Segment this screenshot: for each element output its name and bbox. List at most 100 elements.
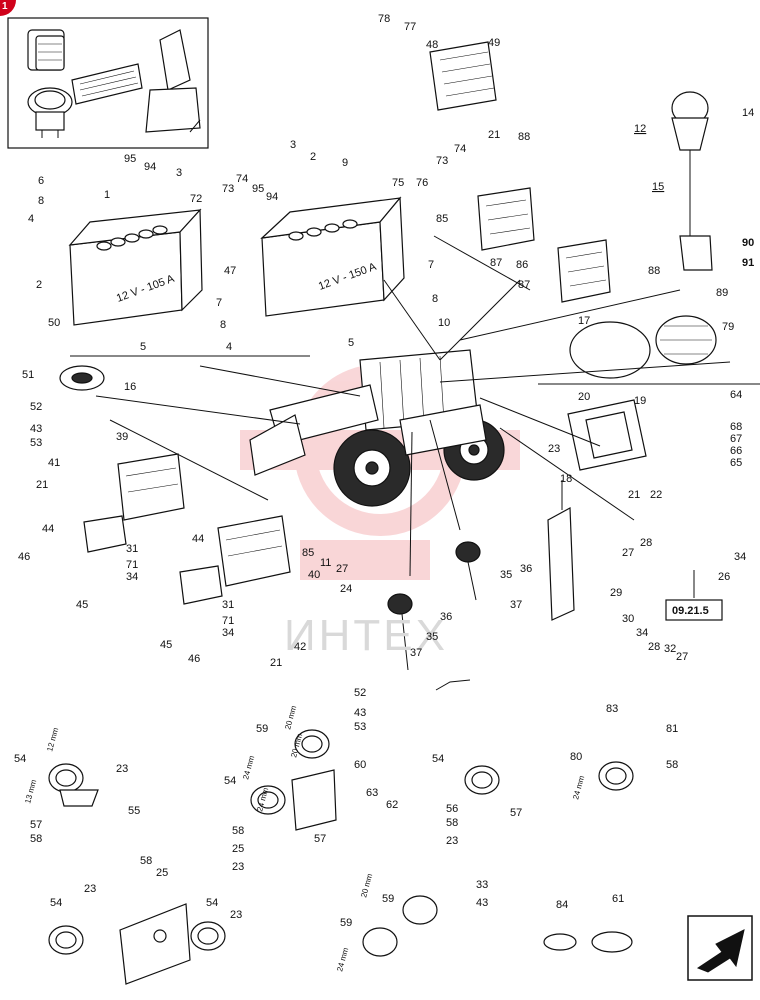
joystick-lever-icon [387,541,481,691]
callout-12: 12 [634,123,646,135]
dimension-label: 12 mm [45,726,60,752]
callout-81: 81 [666,723,678,735]
reference-box[interactable]: 09.21.5 [665,570,723,621]
callout-47: 47 [224,265,236,277]
callout-17: 17 [578,315,590,327]
callout-23: 23 [446,835,458,847]
clamp-60-icon [250,729,337,831]
next-page-arrow-icon[interactable] [687,915,753,981]
dimension-label: 24 mm [335,946,350,972]
battery-150a: 12 V - 150 A [260,196,405,317]
callout-21: 21 [270,657,282,669]
callout-68: 68 [730,421,742,433]
callout-78: 78 [378,13,390,25]
callout-35: 35 [500,569,512,581]
front-lamp-2-icon [217,515,291,587]
callout-35: 35 [426,631,438,643]
callout-58: 58 [446,817,458,829]
callout-16: 16 [124,381,136,393]
clamp-56-icon [464,765,500,795]
clamp-80-icon [598,761,634,791]
callout-32: 32 [664,643,676,655]
callout-76: 76 [416,177,428,189]
callout-42: 42 [294,641,306,653]
callout-37: 37 [410,647,422,659]
callout-3: 3 [290,139,296,151]
callout-90: 90 [742,237,754,249]
ring-clamps [48,729,634,985]
callout-58: 58 [232,825,244,837]
callout-63: 63 [366,787,378,799]
callout-7: 7 [216,297,222,309]
side-lamp-1-icon [83,515,127,553]
callout-41: 41 [48,457,60,469]
callout-77: 77 [404,21,416,33]
callout-19: 19 [634,395,646,407]
callout-44: 44 [42,523,54,535]
callout-34: 34 [222,627,234,639]
callout-58: 58 [30,833,42,845]
callout-94: 94 [144,161,156,173]
callout-88: 88 [648,265,660,277]
callout-27: 27 [336,563,348,575]
callout-1: 1 [104,189,110,201]
work-lamp-top-icon [429,41,497,111]
side-lamp-2-icon [179,565,223,605]
callout-8: 8 [432,293,438,305]
callout-87: 87 [518,279,530,291]
clamp-59-bottom-icon [362,895,438,957]
callout-73: 73 [436,155,448,167]
gear-lever-icon [547,480,575,621]
callout-46: 46 [188,653,200,665]
callout-54: 54 [14,753,26,765]
callout-3: 3 [176,167,182,179]
inset-gauge-icon [27,87,73,138]
callout-48: 48 [426,39,438,51]
callout-34: 34 [636,627,648,639]
callout-91: 91 [742,257,754,269]
callout-26: 26 [718,571,730,583]
front-wheel-icon [333,429,411,507]
callout-53: 53 [30,437,42,449]
callout-74: 74 [454,143,466,155]
callout-94: 94 [266,191,278,203]
callout-36: 36 [520,563,532,575]
callout-59: 59 [256,723,268,735]
callout-2: 2 [36,279,42,291]
callout-71: 71 [222,615,234,627]
inset-joystick-icon [145,29,201,133]
rear-lamp-icon [567,399,647,471]
callout-59: 59 [340,917,352,929]
callout-79: 79 [722,321,734,333]
callout-75: 75 [392,177,404,189]
telehandler-machine [249,349,505,507]
callout-27: 27 [622,547,634,559]
leader-lines [70,235,760,577]
callout-39: 39 [116,431,128,443]
callout-28: 28 [648,641,660,653]
callout-6: 6 [38,175,44,187]
svg-text:1: 1 [2,1,8,12]
callout-44: 44 [192,533,204,545]
callout-23: 23 [116,763,128,775]
callout-95: 95 [124,153,136,165]
dimension-label: 24 mm [241,754,256,780]
callout-21: 21 [36,479,48,491]
work-lamp-right-1-icon [477,187,535,251]
callout-34: 34 [734,551,746,563]
callout-58: 58 [666,759,678,771]
callout-29: 29 [610,587,622,599]
callout-60: 60 [354,759,366,771]
callout-54: 54 [50,897,62,909]
callout-87: 87 [490,257,502,269]
callout-2: 2 [310,151,316,163]
callout-50: 50 [48,317,60,329]
callout-23: 23 [230,909,242,921]
callout-43: 43 [354,707,366,719]
callout-67: 67 [730,433,742,445]
callout-23: 23 [232,861,244,873]
callout-31: 31 [222,599,234,611]
callout-85: 85 [436,213,448,225]
callout-34: 34 [126,571,138,583]
